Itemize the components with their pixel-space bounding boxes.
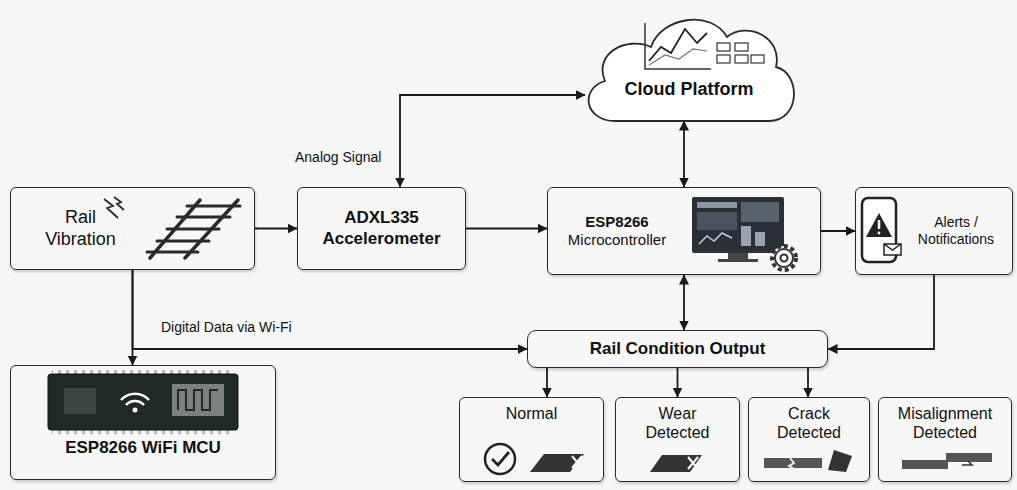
node-label: ESP8266 WiFi MCU <box>65 438 221 458</box>
module-box: ESP8266 WiFi MCU <box>10 365 276 480</box>
normal-icon <box>485 444 584 474</box>
vibration-icon <box>104 197 124 218</box>
connector-arrow <box>400 95 585 187</box>
connector-arrow <box>255 228 297 230</box>
cloud-node: Cloud Platform <box>575 3 803 130</box>
edge-label: Digital Data via Wi-Fi <box>158 318 295 336</box>
output-box: Rail Condition Output <box>527 330 828 368</box>
connector-arrow <box>466 228 547 230</box>
phone-alert-icon <box>862 198 901 262</box>
node-label: Misalignment Detected <box>889 404 1001 442</box>
wear-icon <box>650 455 702 472</box>
input-box: Rail Vibration <box>10 187 255 270</box>
connector-arrow <box>133 270 528 349</box>
status-box: Normal <box>459 397 604 482</box>
sensor-box: ADXL335 Accelerometer <box>297 187 466 270</box>
node-label: ESP8266 Microcontroller <box>558 213 676 249</box>
connector-arrow <box>683 121 685 187</box>
status-box: Wear Detected <box>615 397 740 482</box>
cloud-outline <box>575 3 803 130</box>
node-label: Crack Detected <box>759 404 859 442</box>
misalignment-icon <box>902 453 992 469</box>
node-label: Alerts / Notifications <box>906 214 1006 248</box>
connector-arrow <box>683 275 685 330</box>
node-label: ADXL335 Accelerometer <box>306 208 457 249</box>
connector-arrow <box>807 368 809 397</box>
node-label: Rail Condition Output <box>590 339 766 359</box>
node-label: Cloud Platform <box>625 79 754 101</box>
edge-label: Analog Signal <box>292 148 384 166</box>
crack-icon <box>764 450 852 472</box>
controller-box: ESP8266 Microcontroller <box>547 187 821 275</box>
node-label: Normal <box>506 404 558 423</box>
node-label: Rail Vibration <box>36 207 126 250</box>
connector-arrow <box>821 230 855 232</box>
connector-arrow <box>677 368 679 397</box>
rail-track-icon <box>147 200 240 258</box>
node-label: Wear Detected <box>628 404 728 442</box>
connector-arrow <box>546 368 548 397</box>
wifi-chip-icon <box>48 370 238 434</box>
status-box: Misalignment Detected <box>878 397 1012 482</box>
alert-box: Alerts / Notifications <box>855 187 1013 275</box>
connector-arrow <box>828 275 934 349</box>
monitor-icon <box>692 197 796 270</box>
status-box: Crack Detected <box>748 397 870 482</box>
